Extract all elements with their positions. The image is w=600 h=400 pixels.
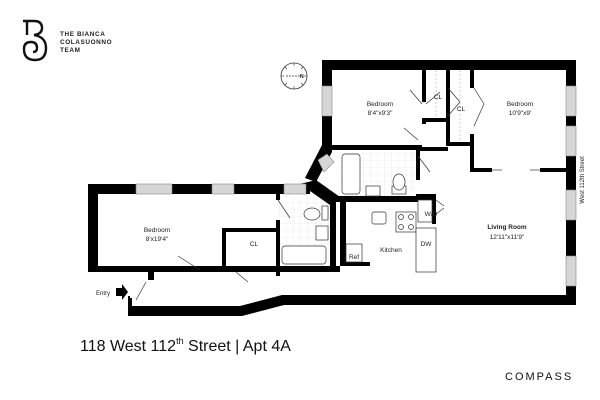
windows bbox=[135, 85, 577, 287]
team-logo: THE BIANCA COLASUONNO TEAM bbox=[20, 18, 160, 68]
kitchen-label: Kitchen bbox=[380, 247, 402, 254]
bedroom-2-dims: 10'9"x9' bbox=[509, 110, 532, 117]
compass-brand-logo: COMPASS bbox=[505, 371, 574, 383]
exterior-walls bbox=[88, 60, 576, 316]
living-room-dims: 12'11"x11'9" bbox=[490, 234, 525, 241]
closet-label-1: CL bbox=[434, 94, 443, 101]
entry-label: Entry bbox=[96, 291, 110, 297]
bedroom-1-dims: 8'4"x9'3" bbox=[368, 110, 393, 117]
bedroom-3-dims: 8'x19'4" bbox=[146, 236, 169, 243]
b-monogram-icon bbox=[22, 19, 48, 62]
team-name: THE BIANCA COLASUONNO TEAM bbox=[60, 31, 113, 54]
fixtures bbox=[281, 153, 437, 273]
address-title: 118 West 112th Street | Apt 4A bbox=[80, 336, 291, 355]
washer-dryer-label: W/D bbox=[425, 211, 438, 218]
svg-text:N: N bbox=[300, 74, 304, 80]
interior-walls bbox=[200, 68, 566, 276]
street-label: West 112th Street bbox=[580, 156, 586, 204]
living-room-label: Living Room bbox=[487, 224, 527, 231]
north-compass-icon: N bbox=[280, 62, 308, 90]
floor-plan: N bbox=[88, 60, 586, 316]
closet-label-3: CL bbox=[250, 241, 259, 248]
closet-label-2: CL bbox=[457, 106, 466, 113]
bedroom-1-label: Bedroom bbox=[367, 101, 393, 108]
entry-arrow-icon bbox=[116, 284, 128, 300]
refrigerator-label: Ref bbox=[349, 254, 359, 261]
dishwasher-label: DW bbox=[421, 241, 433, 248]
bedroom-3-label: Bedroom bbox=[144, 227, 170, 234]
door-swings bbox=[135, 87, 540, 301]
bedroom-2-label: Bedroom bbox=[507, 101, 533, 108]
